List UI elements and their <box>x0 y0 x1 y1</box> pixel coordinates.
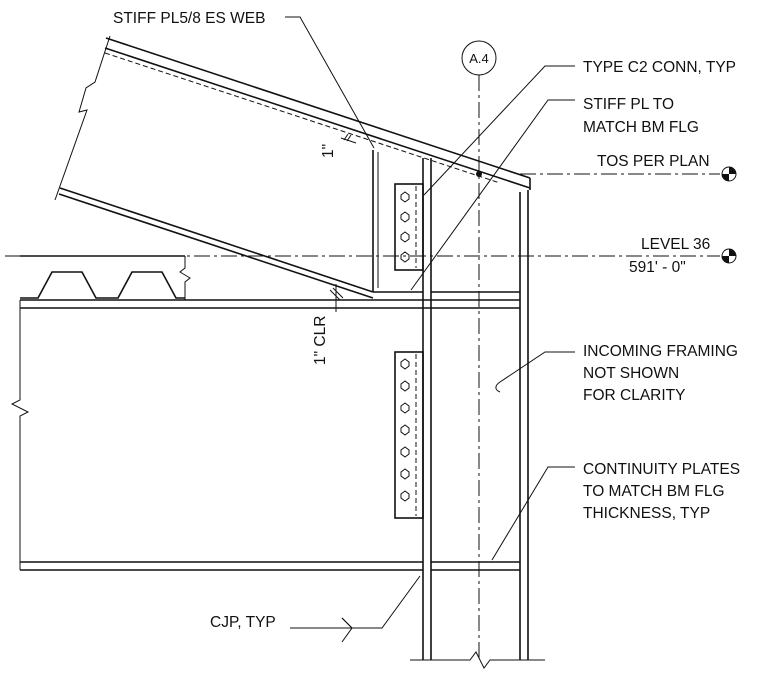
metal-deck <box>20 255 191 300</box>
tos-label: TOS PER PLAN <box>597 153 710 170</box>
grid-bubble <box>461 40 497 76</box>
callout-continuity-line3: THICKNESS, TYP <box>583 505 710 522</box>
sloped-beam <box>54 35 531 299</box>
floor-beam <box>10 291 520 571</box>
callout-type-c2-conn: TYPE C2 CONN, TYP <box>583 59 736 76</box>
dimension-ticks <box>329 133 357 312</box>
callout-cjp: CJP, TYP <box>210 614 276 631</box>
leaders <box>285 16 575 643</box>
callout-continuity-line2: TO MATCH BM FLG <box>583 483 725 500</box>
callout-incoming-line1: INCOMING FRAMING <box>583 343 738 360</box>
shear-tab-upper <box>394 183 424 271</box>
callout-continuity-line1: CONTINUITY PLATES <box>583 461 740 478</box>
shear-tab-lower <box>394 351 424 519</box>
grid-line-a4 <box>461 40 497 660</box>
dim-one-inch: 1" <box>320 144 337 158</box>
dim-one-inch-clr: 1" CLR <box>312 316 329 365</box>
callout-stiff-web: STIFF PL5/8 ES WEB <box>113 10 265 27</box>
level-name: LEVEL 36 <box>641 236 710 253</box>
steel-column <box>410 158 545 669</box>
callout-incoming-line2: NOT SHOWN <box>583 365 679 382</box>
tos-level-line <box>520 166 737 182</box>
level-elevation: 591' - 0" <box>629 259 686 276</box>
callout-stiff-pl-line1: STIFF PL TO <box>583 96 674 113</box>
grid-bubble-label: A.4 <box>469 51 489 66</box>
callout-stiff-pl-line2: MATCH BM FLG <box>583 119 699 136</box>
level-36-line <box>5 248 737 264</box>
callout-incoming-line3: FOR CLARITY <box>583 387 685 404</box>
